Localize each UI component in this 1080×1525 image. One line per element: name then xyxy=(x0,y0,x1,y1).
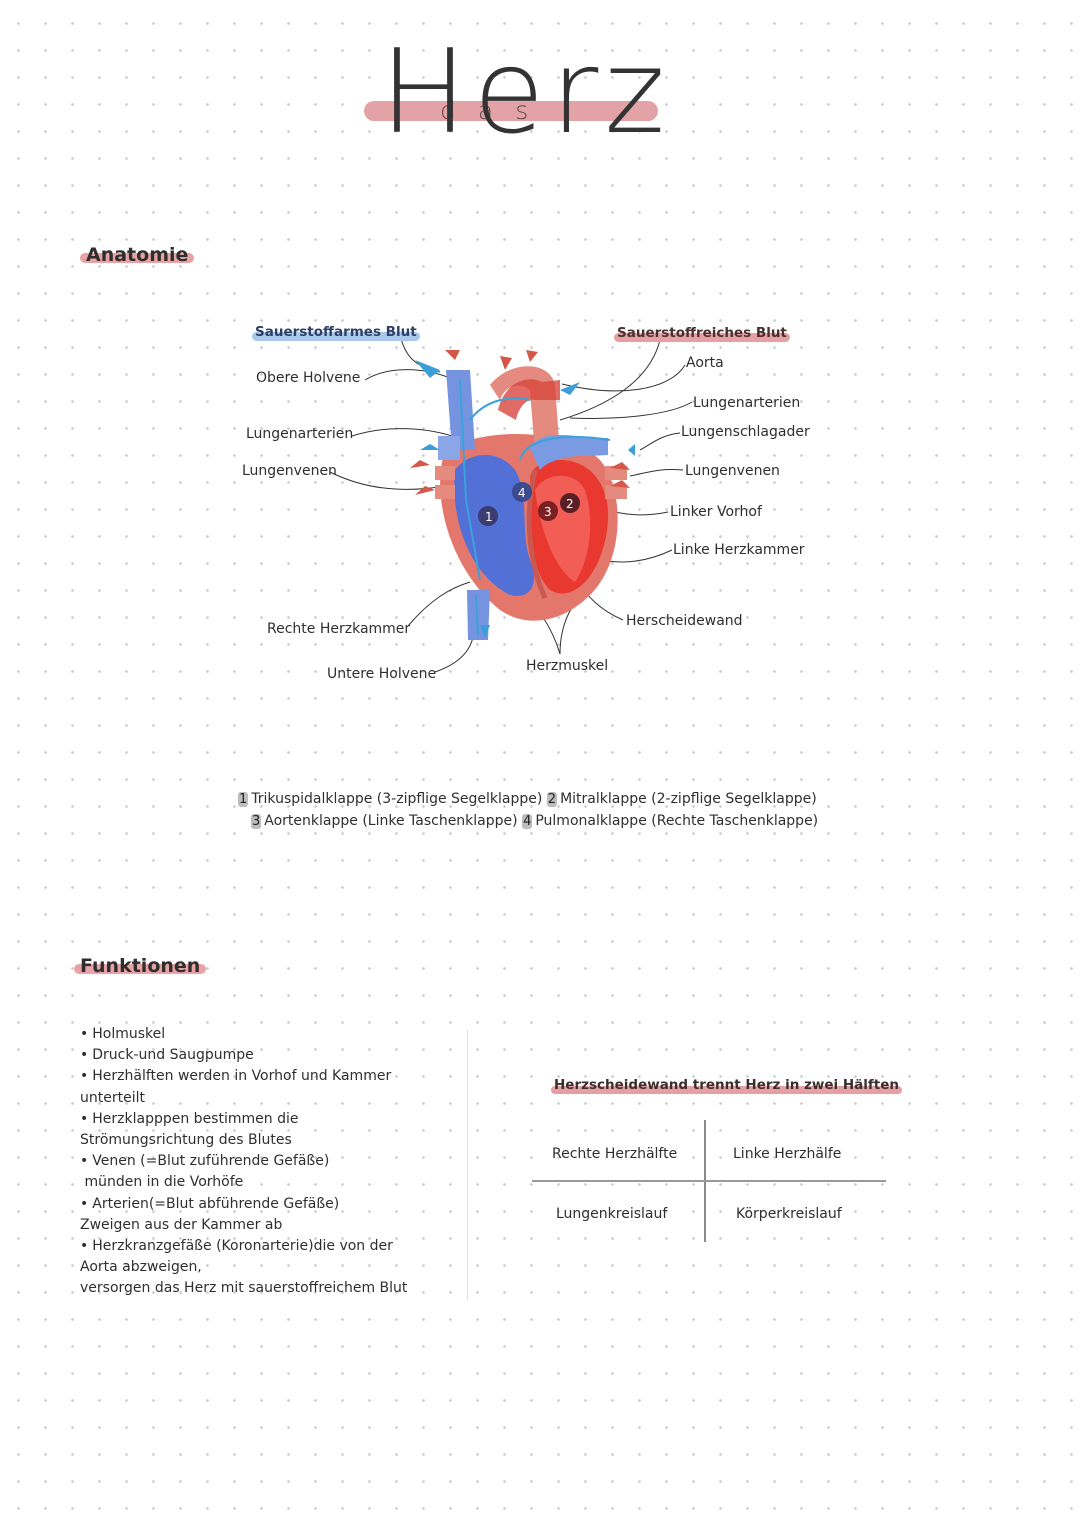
blood-flow-lines xyxy=(459,379,611,636)
list-item-continuation: unterteilt xyxy=(80,1089,145,1106)
list-item-continuation: versorgen das Herz mit sauerstoffreichem… xyxy=(80,1280,408,1297)
table-header-left-half: Linke Herzhälfe xyxy=(733,1146,842,1162)
valve-marker-2 xyxy=(560,493,580,513)
valve-marker-3 xyxy=(538,501,558,521)
label-pulmonary-arteries-right: Lungenarterien xyxy=(693,395,801,411)
list-item-continuation: Zweigen aus der Kammer ab xyxy=(80,1216,283,1233)
label-oxygen-poor-blood: Sauerstoffarmes Blut xyxy=(252,324,420,341)
valve-marker-1 xyxy=(478,506,498,526)
label-left-atrium: Linker Vorhof xyxy=(670,504,762,520)
list-item: Venen (=Blut zuführende Gefäße) xyxy=(80,1151,440,1172)
table-cell-pulmonary-circulation: Lungenkreislauf xyxy=(556,1206,668,1222)
title-highlight xyxy=(364,101,658,121)
section-heading-anatomy: Anatomie xyxy=(80,244,195,266)
label-pulmonary-veins-right: Lungenvenen xyxy=(685,463,780,479)
legend-text: Trikuspidalklappe (3-zipflige Segelklapp… xyxy=(251,791,543,807)
valve-marker-4 xyxy=(512,482,532,502)
label-septum: Herscheidewand xyxy=(626,613,743,629)
list-item: Herzklapppen bestimmen die xyxy=(80,1109,440,1130)
label-pulmonary-arteries-left: Lungenarterien xyxy=(246,426,354,442)
functions-list: Holmuskel Druck-und Saugpumpe Herzhälfte… xyxy=(80,1024,440,1300)
list-item: Herzhälften werden in Vorhof und Kammer xyxy=(80,1066,440,1087)
table-heading: Herzscheidewand trennt Herz in zwei Hälf… xyxy=(551,1077,902,1094)
legend-number: 4 xyxy=(522,814,533,829)
legend-number: 2 xyxy=(546,792,558,807)
list-item-continuation: Aorta abzweigen, xyxy=(80,1259,202,1276)
table-header-right-half: Rechte Herzhälfte xyxy=(552,1146,678,1162)
legend-text: Aortenklappe (Linke Taschenklappe) xyxy=(264,813,518,829)
label-pulmonary-veins-left: Lungenvenen xyxy=(242,463,337,479)
table-horizontal-divider xyxy=(532,1180,886,1182)
list-item: Herzkranzgefäße (Koronarterie)die von de… xyxy=(80,1236,440,1257)
label-left-ventricle: Linke Herzkammer xyxy=(673,542,805,558)
label-lower-vena-cava: Untere Holvene xyxy=(327,666,437,682)
section-heading-functions: Funktionen xyxy=(74,955,207,977)
list-item-continuation: Strömungsrichtung des Blutes xyxy=(80,1132,292,1149)
valve-markers: 1 2 3 4 xyxy=(478,482,580,526)
label-pulmonary-trunk: Lungenschlagader xyxy=(681,424,810,440)
heart-diagram: 1 2 3 4 xyxy=(329,333,693,673)
label-upper-vena-cava: Obere Holvene xyxy=(256,370,361,386)
label-oxygen-rich-blood: Sauerstoffreiches Blut xyxy=(614,325,790,342)
list-item: Holmuskel xyxy=(80,1024,440,1045)
label-right-ventricle: Rechte Herzkammer xyxy=(267,621,411,637)
list-item: Druck-und Saugpumpe xyxy=(80,1045,440,1066)
list-item-continuation: münden in die Vorhöfe xyxy=(80,1174,244,1191)
label-heart-muscle: Herzmuskel xyxy=(526,658,609,674)
valve-marker-label: 4 xyxy=(518,486,526,500)
page-title: Herz xyxy=(380,25,672,160)
blood-flow-arrows xyxy=(410,350,635,638)
legend-text: Mitralklappe (2-zipflige Segelklappe) xyxy=(560,791,817,807)
table-cell-systemic-circulation: Körperkreislauf xyxy=(736,1206,842,1222)
heart-shape xyxy=(440,433,618,621)
legend-number: 3 xyxy=(251,814,262,829)
title-subtitle: das xyxy=(440,96,551,125)
column-divider xyxy=(467,1030,468,1300)
list-item: Arterien(=Blut abführende Gefäße) xyxy=(80,1194,440,1215)
label-aorta: Aorta xyxy=(686,355,724,371)
legend-number: 1 xyxy=(238,792,249,807)
valve-marker-label: 2 xyxy=(566,497,574,511)
valve-marker-label: 3 xyxy=(544,505,552,519)
valve-marker-label: 1 xyxy=(485,510,493,524)
legend-text: Pulmonalklappe (Rechte Taschenklappe) xyxy=(535,813,819,829)
